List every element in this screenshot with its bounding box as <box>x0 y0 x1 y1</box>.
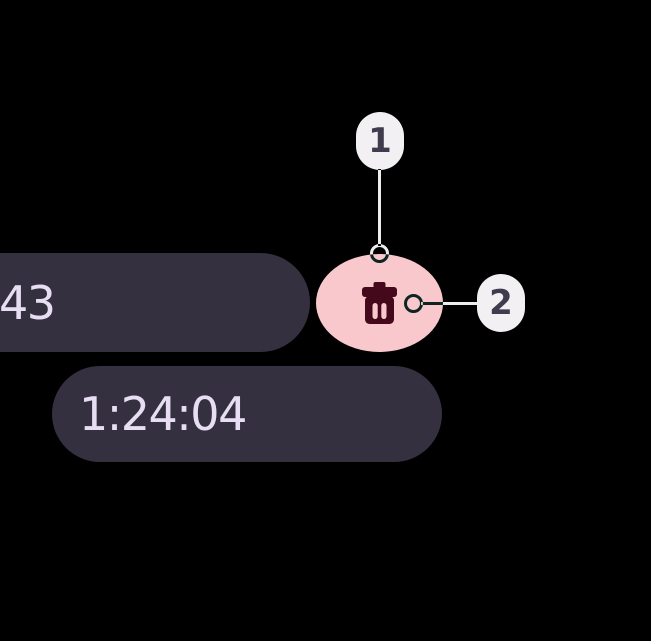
callout-2-line <box>421 302 477 305</box>
lap-time-pill: 43 <box>0 253 310 352</box>
callout-1-line <box>378 169 381 246</box>
lap-time-value: 43 <box>0 275 56 330</box>
callout-2-label: 2 <box>489 283 513 323</box>
callout-1-ring <box>370 244 389 263</box>
trash-icon <box>362 282 397 324</box>
callout-2-badge: 2 <box>477 274 525 332</box>
callout-1-badge: 1 <box>356 112 404 170</box>
total-time-value: 1:24:04 <box>79 387 247 441</box>
total-time-pill: 1:24:04 <box>52 366 442 462</box>
callout-1-label: 1 <box>368 121 392 161</box>
